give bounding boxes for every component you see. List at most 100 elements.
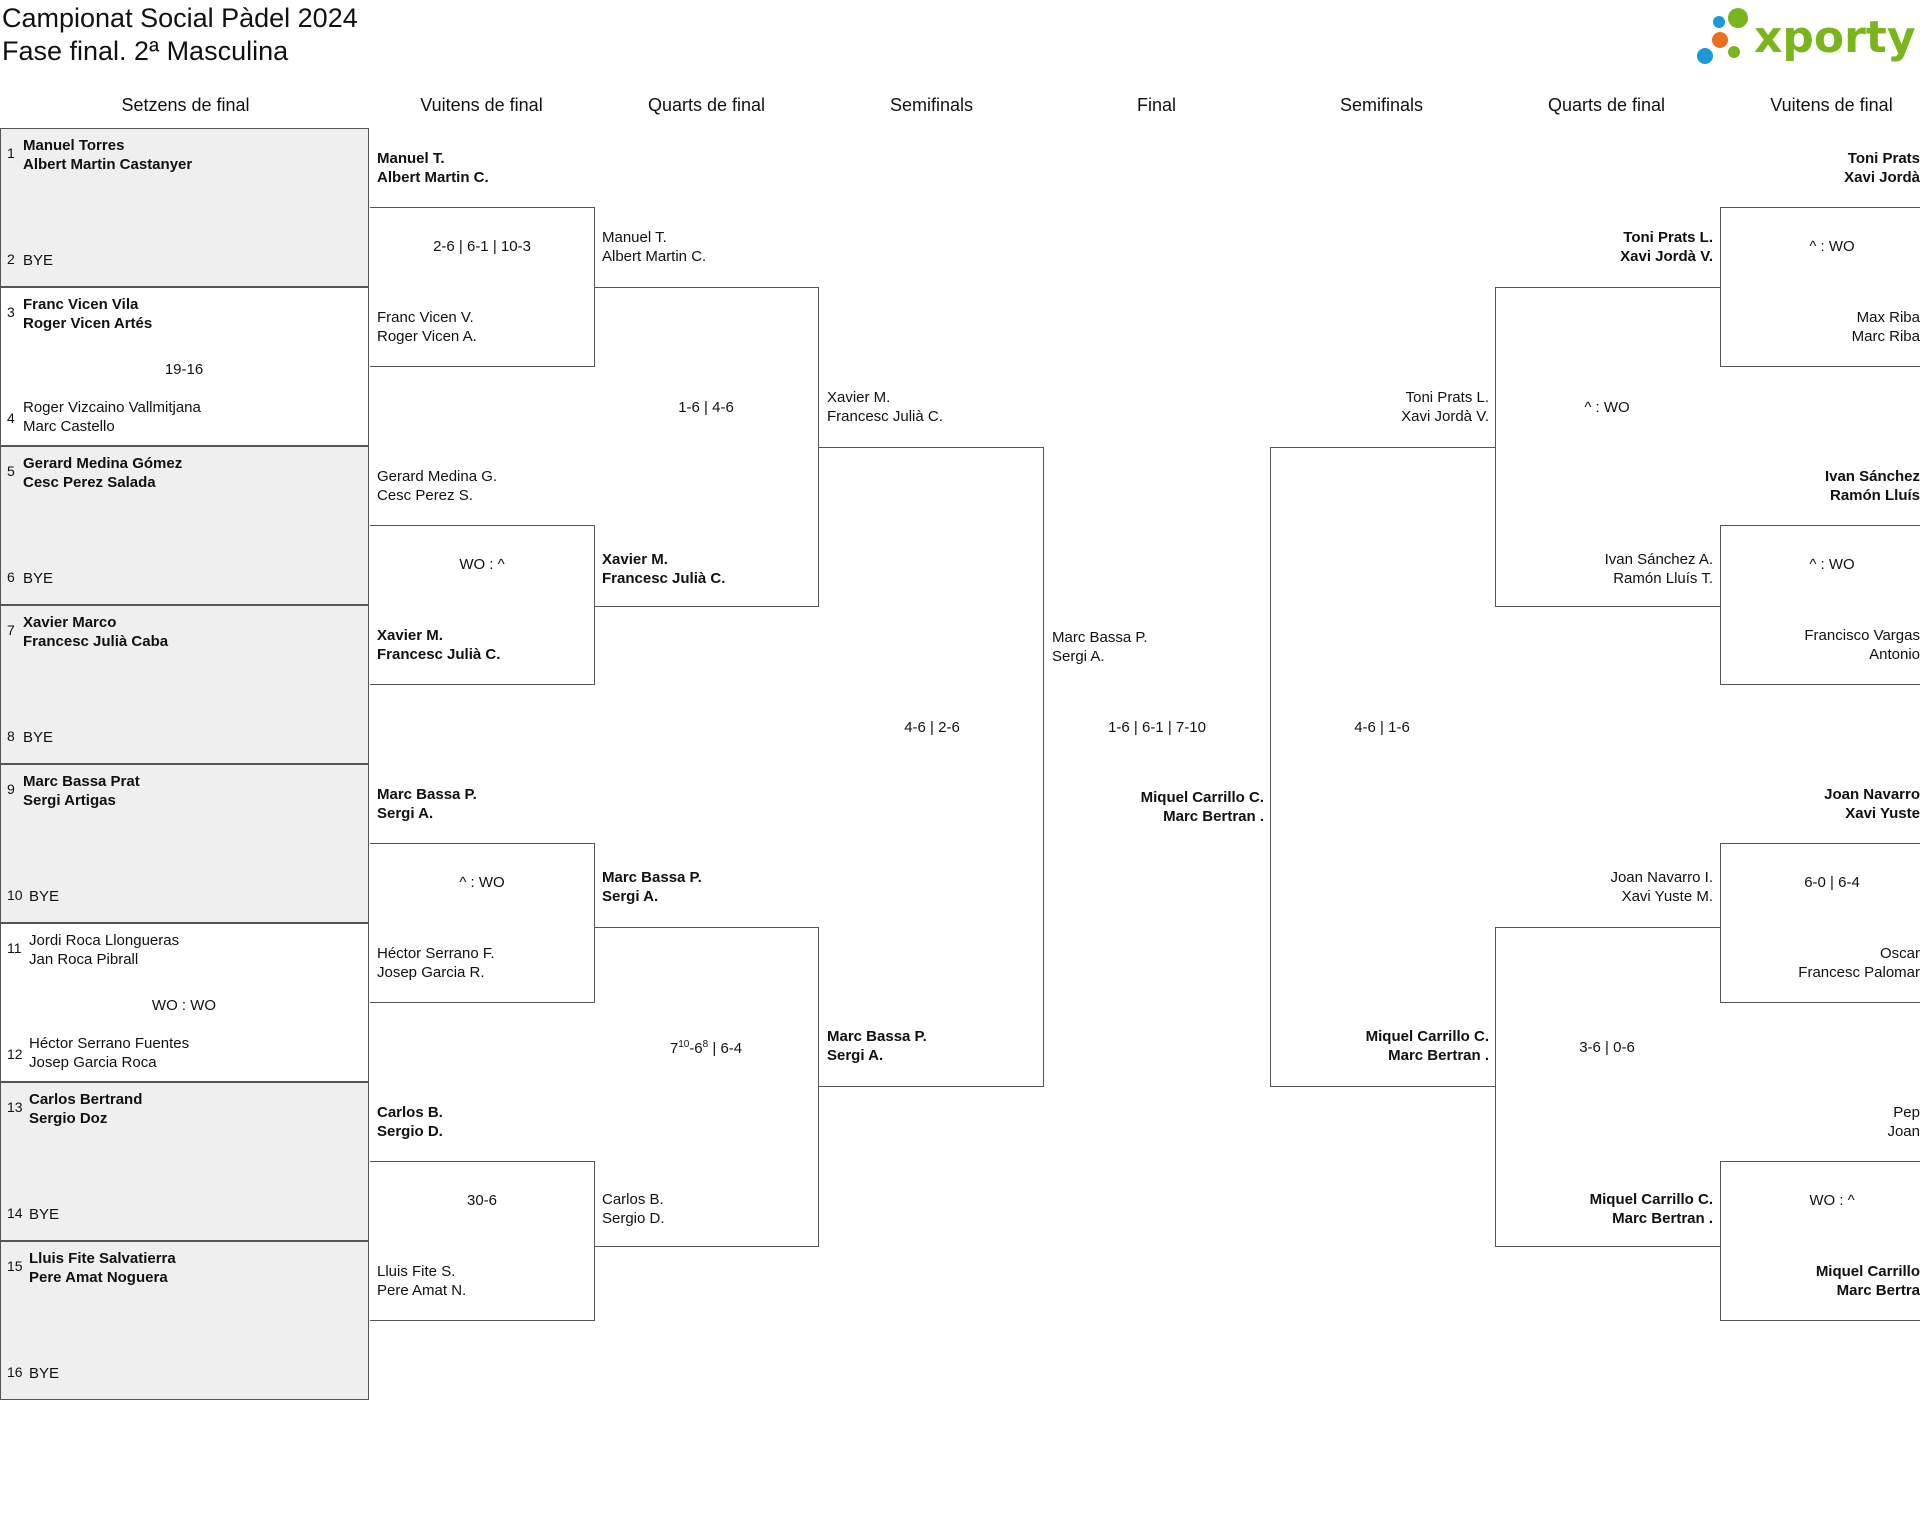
round-header-qf-right: Quarts de final [1547, 95, 1666, 115]
final-team-right: Miquel Carrillo C. Marc Bertran . [1141, 788, 1264, 826]
page-title: Campionat Social Pàdel 2024 [2, 3, 358, 33]
r16-team-player1: Héctor Serrano F. [377, 945, 495, 962]
sf-team-player2: Francesc Julià C. [827, 408, 943, 425]
r16-score: ^ : WO [459, 874, 505, 891]
r32-match-box [0, 923, 369, 1082]
r16-right-score: ^ : WO [1809, 238, 1855, 255]
r16-right-team-player1: Miquel Carrillo [1815, 1263, 1920, 1280]
r16-team-player1: Marc Bassa P. [377, 786, 477, 803]
r16-score: WO : ^ [459, 556, 505, 573]
round-header-r16-right: Vuitens de final [1770, 95, 1893, 115]
r16-team: Marc Bassa P.Sergi A. [377, 785, 477, 823]
logo-dot-blue-small [1713, 16, 1725, 28]
r16-team-player1: Xavier M. [377, 627, 443, 644]
qf-team-player2: Sergio D. [602, 1210, 665, 1227]
round-header-qf: Quarts de final [647, 95, 766, 115]
qf-right-team-player1: Ivan Sánchez A. [1604, 551, 1713, 568]
sf-team-player1: Xavier M. [827, 389, 891, 406]
logo-dot-green [1728, 8, 1748, 28]
round-header-r32: Setzens de final [121, 95, 250, 115]
r16-team: Manuel T.Albert Martin C. [377, 149, 489, 187]
player2: Jan Roca Pibrall [29, 951, 139, 968]
r32-team: BYE [29, 887, 59, 906]
player1: Gerard Medina Gómez [23, 455, 183, 472]
r16-right-score: WO : ^ [1809, 1192, 1855, 1209]
r16-team: Héctor Serrano F. Josep Garcia R. [377, 944, 495, 982]
final-team-left-player1: Marc Bassa P. [1052, 629, 1148, 646]
r32-team: BYE [23, 728, 53, 747]
seed-number: 1 [7, 145, 15, 161]
qf-team: Marc Bassa P.Sergi A. [602, 868, 702, 906]
qf-team-player2: Albert Martin C. [602, 248, 707, 265]
seed-number: 6 [7, 569, 15, 585]
r16-right-team-player1: Ivan Sánchez [1824, 468, 1920, 485]
sf-match-box [819, 447, 1044, 1087]
final-team-right-player2: Marc Bertran . [1163, 808, 1264, 825]
r16-team-player1: Gerard Medina G. [377, 468, 498, 485]
qf-match-box [594, 287, 819, 607]
seed-number: 16 [7, 1364, 23, 1380]
player1: Manuel Torres [23, 137, 125, 154]
seed-number: 2 [7, 251, 15, 267]
final-team-right-player1: Miquel Carrillo C. [1140, 789, 1264, 806]
player1: BYE [23, 729, 54, 746]
r16-right-team-player2: Xavi Yuste [1845, 805, 1920, 822]
qf-team-player2: Francesc Julià C. [602, 570, 726, 587]
r16-right-team-player1: Toni Prats [1847, 150, 1920, 167]
qf-right-team: Ivan Sánchez A.Ramón Lluís T. [1605, 550, 1713, 588]
r16-right-team-player2: Antonio [1869, 646, 1920, 663]
qf-team: Manuel T.Albert Martin C. [602, 228, 706, 266]
sf-right-team: Toni Prats L.Xavi Jordà V. [1401, 388, 1489, 426]
r16-right-team-player1: Joan Navarro [1824, 786, 1920, 803]
round-header-final: Final [1136, 95, 1176, 115]
r32-score: WO : WO [151, 997, 217, 1014]
sf-right-score: 4-6 | 1-6 [1354, 719, 1410, 736]
logo-dot-blue [1697, 48, 1713, 64]
r32-match-box [0, 128, 369, 287]
sf-team: Marc Bassa P.Sergi A. [827, 1027, 927, 1065]
player1: Xavier Marco [23, 614, 117, 631]
seed-number: 8 [7, 728, 15, 744]
r16-team: Lluis Fite S.Pere Amat N. [377, 1262, 466, 1300]
qf-right-match-box [1495, 927, 1720, 1247]
r16-team-player2: Josep Garcia R. [377, 964, 485, 981]
r16-right-team-player2: Francesc Palomar [1798, 964, 1920, 981]
player2: Roger Vicen Artés [23, 315, 153, 332]
player1: BYE [29, 1206, 60, 1223]
player1: Carlos Bertrand [29, 1091, 143, 1108]
r16-right-team-player1: Francisco Vargas [1804, 627, 1920, 644]
r32-team: BYE [23, 251, 53, 270]
seed-number: 15 [7, 1258, 23, 1274]
final-score: 1-6 | 6-1 | 7-10 [1108, 719, 1206, 736]
r32-team: BYE [23, 569, 53, 588]
r16-team-player1: Franc Vicen V. [377, 309, 474, 326]
player2: Sergio Doz [29, 1110, 108, 1127]
qf-right-team: Joan Navarro I.Xavi Yuste M. [1610, 868, 1713, 906]
player1: BYE [29, 1365, 60, 1382]
r16-right-match-box [1720, 525, 1920, 685]
r16-team-player1: Lluis Fite S. [377, 1263, 456, 1280]
page-subtitle: Fase final. 2ª Masculina [2, 36, 289, 66]
player2: Albert Martin Castanyer [23, 156, 193, 173]
logo-wordmark: xporty [1754, 12, 1916, 63]
qf-score-part: 8 [702, 1039, 709, 1050]
sf-team-player1: Marc Bassa P. [827, 1028, 927, 1045]
seed-number: 3 [7, 304, 15, 320]
seed-number: 5 [7, 463, 15, 479]
r16-team: Xavier M. Francesc Julià C. [377, 626, 500, 664]
r16-match-box [370, 843, 595, 1003]
r32-team: BYE [29, 1205, 59, 1224]
round-header-sf-right: Semifinals [1339, 95, 1424, 115]
r32-team: BYE [29, 1364, 59, 1383]
r16-team-player2: Francesc Julià C. [377, 646, 501, 663]
qf-right-team-player2: Marc Bertran . [1612, 1210, 1713, 1227]
